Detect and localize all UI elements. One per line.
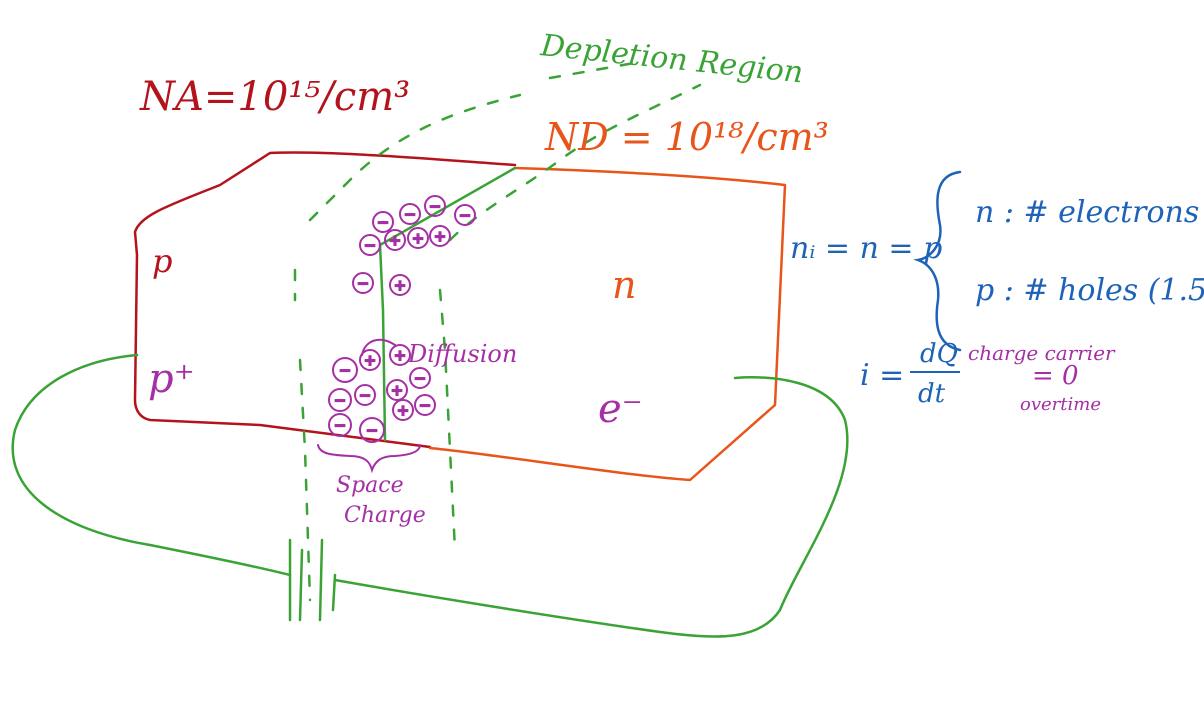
ion-sign: + (434, 229, 446, 245)
p-holes-note: p : # holes (1.5·10¹⁰) (975, 273, 1204, 308)
ion-sign: − (364, 238, 376, 254)
p-region-block (133, 151, 517, 449)
na-label: NA=10¹⁵/cm³ (139, 74, 410, 120)
current-dq: dQ (920, 339, 958, 369)
ion-sign: − (459, 208, 471, 224)
space-charge-brace (317, 444, 421, 474)
ion-sign: − (414, 371, 426, 387)
e-minus-label: e⁻ (598, 386, 643, 432)
ion-sign: + (391, 383, 403, 399)
n-region-block (428, 166, 787, 482)
ion-sign: + (397, 403, 409, 419)
circuit-wire (11, 353, 849, 638)
ion-sign: + (394, 278, 406, 294)
diffusion-label: Diffusion (407, 340, 517, 368)
ion-sign: − (404, 207, 416, 223)
ion-sign: − (334, 393, 346, 409)
ion-sign: − (419, 398, 431, 414)
overtime-note: overtime (1020, 394, 1101, 415)
ion-sign: + (389, 233, 401, 249)
diffusion-arrow (361, 338, 396, 356)
n-label: n (612, 263, 636, 307)
ion-sign: − (366, 423, 378, 439)
battery (288, 538, 337, 622)
ion-sign: − (339, 363, 351, 379)
junction-line (378, 166, 517, 442)
space-charge-label-2: Charge (344, 503, 426, 528)
n-electrons-note: n : # electrons (1.5·10¹⁰) (975, 195, 1204, 230)
ion-sign: − (334, 418, 346, 434)
p-plus-label: p⁺ (148, 356, 195, 402)
ion-sign: − (359, 388, 371, 404)
nd-label: ND = 10¹⁸/cm³ (544, 115, 829, 159)
p-label: p (152, 242, 172, 280)
space-charge-label-1: Space (336, 473, 404, 498)
curly-brace (913, 170, 962, 352)
ion-sign: − (377, 215, 389, 231)
depletion-boundaries (293, 60, 702, 602)
current-dt: dt (918, 379, 946, 409)
depletion-region-label: Depletion Region (538, 28, 805, 90)
space-charge-ions: −−−−−+++−+−++−−+−−−+− (328, 195, 476, 443)
ion-sign: − (357, 276, 369, 292)
current-i: i = (860, 358, 904, 393)
ion-sign: − (429, 199, 441, 215)
ion-sign: + (412, 231, 424, 247)
charge-carrier-note: charge carrier (968, 341, 1116, 365)
ion-sign: + (364, 353, 376, 369)
ion-sign: + (394, 348, 406, 364)
equals-zero: = 0 (1032, 361, 1079, 391)
